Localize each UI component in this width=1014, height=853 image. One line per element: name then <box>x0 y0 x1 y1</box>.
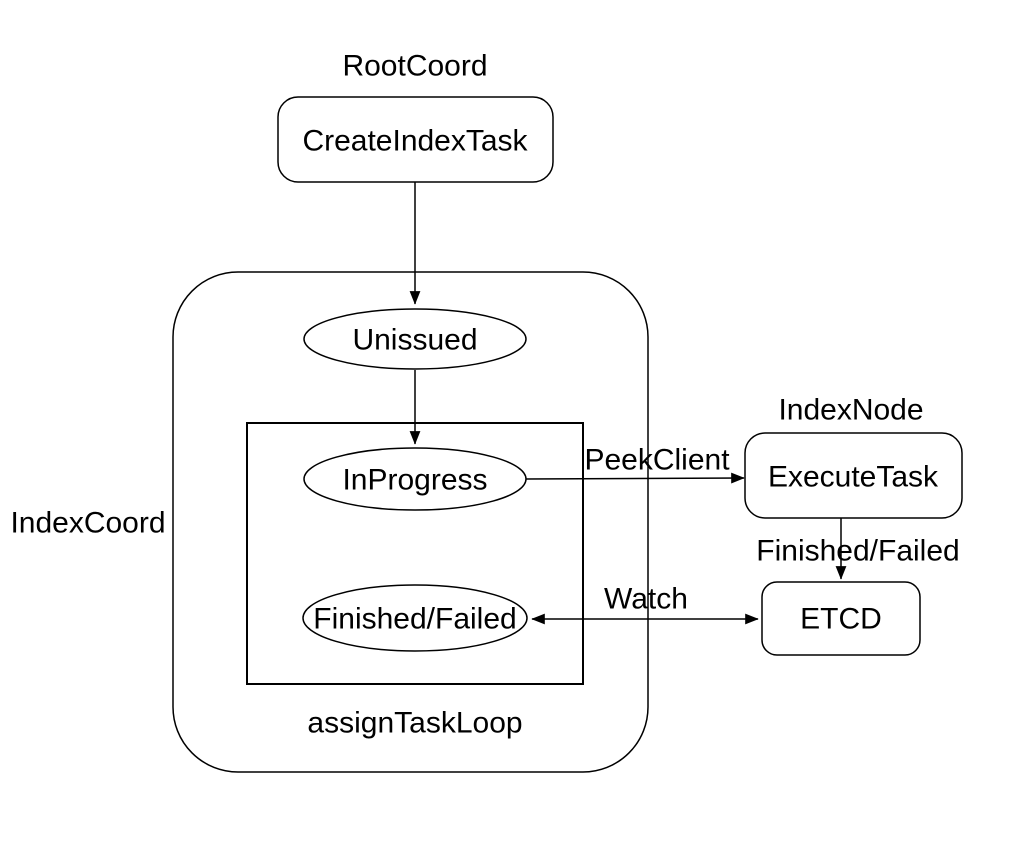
finished-failed-ellipse <box>302 584 528 652</box>
create-index-task-label: CreateIndexTask <box>302 125 528 158</box>
execute-task-label: ExecuteTask <box>768 461 939 494</box>
watch-edge-label: Watch <box>604 583 688 616</box>
finished-failed-edge-label: Finished/Failed <box>756 535 959 568</box>
in-progress-label: InProgress <box>342 464 487 497</box>
node-etcd: ETCD <box>761 581 921 656</box>
execute-task-box <box>744 432 963 519</box>
unissued-label: Unissued <box>352 324 477 357</box>
unissued-ellipse <box>303 308 527 370</box>
node-create-index-task: CreateIndexTask <box>277 96 554 183</box>
node-unissued: Unissued <box>303 308 527 370</box>
node-execute-task: ExecuteTask <box>744 432 963 519</box>
index-node-group-label: IndexNode <box>778 394 923 427</box>
finished-failed-label: Finished/Failed <box>313 603 516 636</box>
etcd-box <box>761 581 921 656</box>
index-coord-container <box>172 271 649 773</box>
node-finished-failed: Finished/Failed <box>302 584 528 652</box>
edge-peek-client <box>525 472 745 484</box>
root-coord-group-label: RootCoord <box>342 50 487 83</box>
node-in-progress: InProgress <box>303 447 527 511</box>
create-index-task-box <box>277 96 554 183</box>
assign-task-loop-group-label: assignTaskLoop <box>307 707 522 740</box>
peek-client-edge-label: PeekClient <box>584 444 730 477</box>
in-progress-ellipse <box>303 447 527 511</box>
etcd-label: ETCD <box>800 603 882 636</box>
index-coord-group-label: IndexCoord <box>10 507 165 540</box>
